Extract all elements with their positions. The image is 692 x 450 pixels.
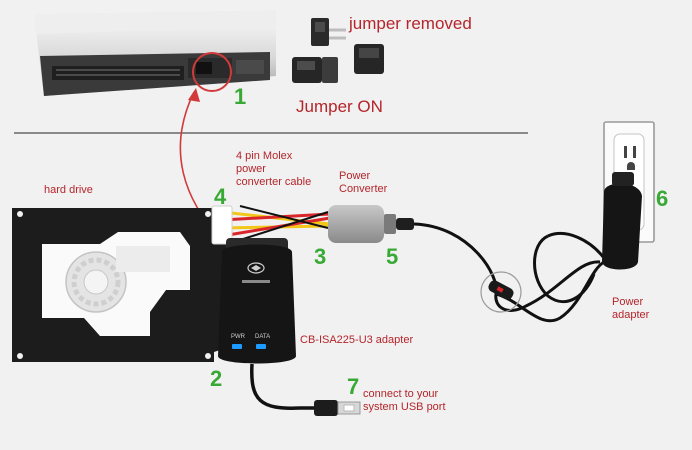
label-jumper-removed: jumper removed: [349, 14, 472, 33]
switch-highlight-circle: [480, 271, 522, 313]
label-power-adapter: Power adapter: [612, 296, 650, 321]
label-molex-cable: 4 pin Molex power converter cable: [236, 150, 312, 188]
step-number-6: 6: [656, 186, 669, 211]
inline-switch-icon: [488, 280, 514, 300]
hard-drive-icon: [12, 208, 226, 362]
label-usb-connect: connect to your system USB port: [363, 388, 446, 413]
step-number-5: 5: [386, 244, 399, 269]
step-number-3: 3: [314, 244, 327, 269]
power-converter-icon: [328, 205, 414, 243]
label-hard-drive: hard drive: [44, 184, 93, 196]
step-number-7: 7: [347, 374, 360, 399]
usb-cable: [250, 363, 316, 410]
power-cable: [413, 222, 606, 323]
jumper-highlight-circle: [192, 52, 232, 92]
step-number-1: 1: [234, 84, 247, 109]
power-adapter-icon: [602, 172, 642, 270]
step-number-2: 2: [210, 366, 223, 391]
label-jumper-on: Jumper ON: [296, 97, 383, 116]
ide-drive-icon: [34, 10, 276, 96]
red-arrowhead: [188, 88, 200, 102]
label-led-data: DATA: [255, 334, 271, 340]
usb-plug-icon: [314, 400, 361, 416]
usb-adapter-icon: [218, 238, 296, 364]
step-number-4: 4: [214, 184, 227, 209]
label-adapter-model: CB-ISA225-U3 adapter: [300, 334, 414, 346]
jumper-icon: [292, 18, 384, 83]
label-led-pwr: PWR: [231, 334, 245, 340]
molex-cable: [211, 205, 331, 245]
label-power-converter: Power Converter: [339, 170, 388, 195]
